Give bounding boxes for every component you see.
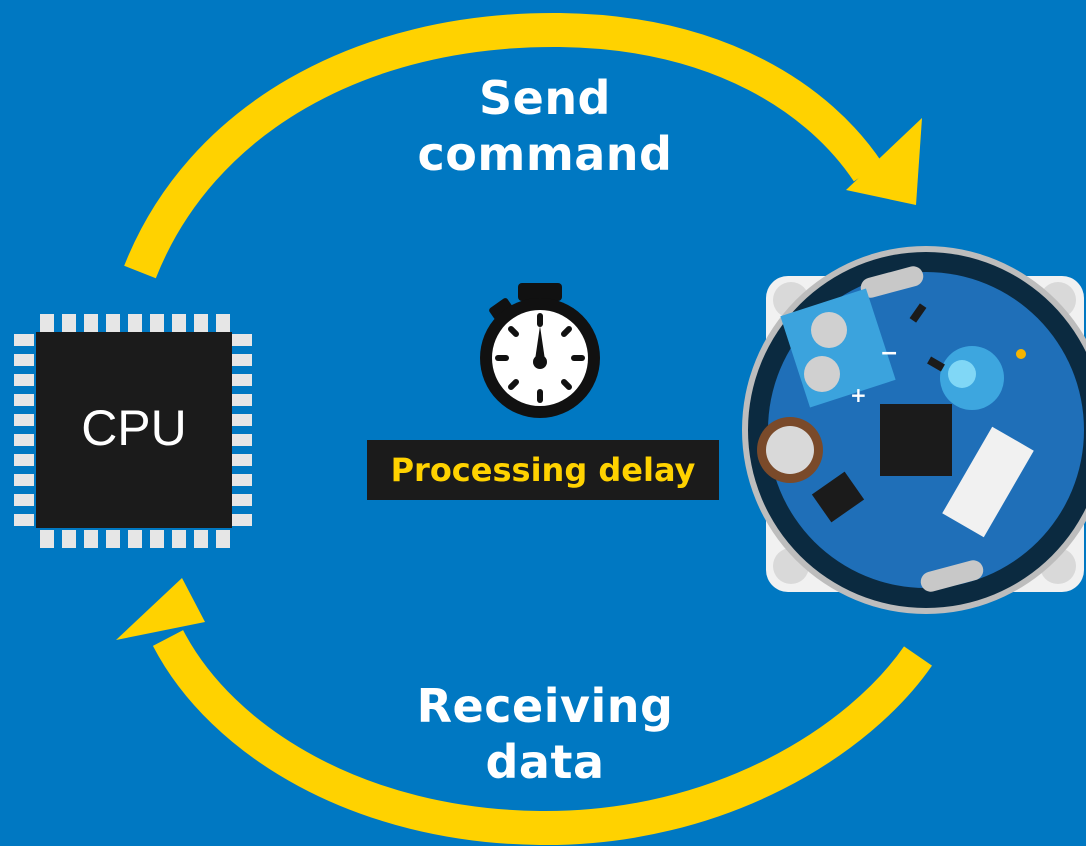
cpu-label: CPU: [81, 400, 187, 456]
svg-text:−: −: [880, 341, 898, 366]
processing-delay-badge: Processing delay: [367, 440, 719, 500]
send-command-label: Send command: [380, 70, 710, 182]
stopwatch-icon: [480, 283, 600, 418]
receiving-data-label: Receiving data: [380, 678, 710, 790]
sensor-circuit-board-icon: − +: [742, 246, 1086, 614]
send-command-line-1: Send: [478, 71, 611, 125]
processing-delay-label: Processing delay: [390, 451, 696, 489]
svg-text:+: +: [850, 383, 867, 407]
receiving-data-line-1: Receiving: [416, 679, 674, 733]
cpu-chip-icon: [14, 314, 252, 548]
receiving-data-arrow: [116, 578, 932, 846]
receiving-data-line-2: data: [485, 735, 605, 789]
send-command-arrow: [124, 12, 922, 279]
send-command-line-2: command: [417, 127, 673, 181]
